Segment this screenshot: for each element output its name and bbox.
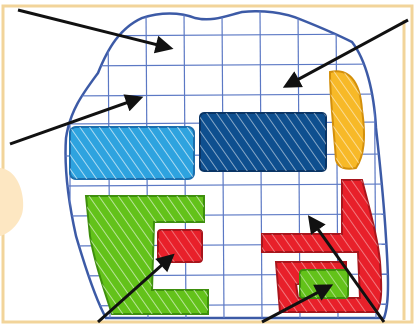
- left-semicircle-fill: [0, 168, 24, 236]
- small-red-block: [157, 229, 203, 263]
- navy-block: [199, 112, 327, 172]
- arrow-top-left: [17, 8, 174, 54]
- green-l-block: [84, 195, 209, 315]
- yellow-block: [328, 70, 365, 170]
- arrow-top-right: [282, 18, 409, 88]
- arrow-mid-left: [9, 94, 144, 146]
- arrow-bottom-left: [97, 253, 175, 324]
- outer-frame: [1, 4, 414, 324]
- arrows: [9, 8, 409, 324]
- arrow-bottom-right: [307, 215, 386, 323]
- cyan-block: [69, 126, 195, 180]
- arrow-bottom-middle: [261, 284, 334, 324]
- small-green-block: [299, 269, 349, 299]
